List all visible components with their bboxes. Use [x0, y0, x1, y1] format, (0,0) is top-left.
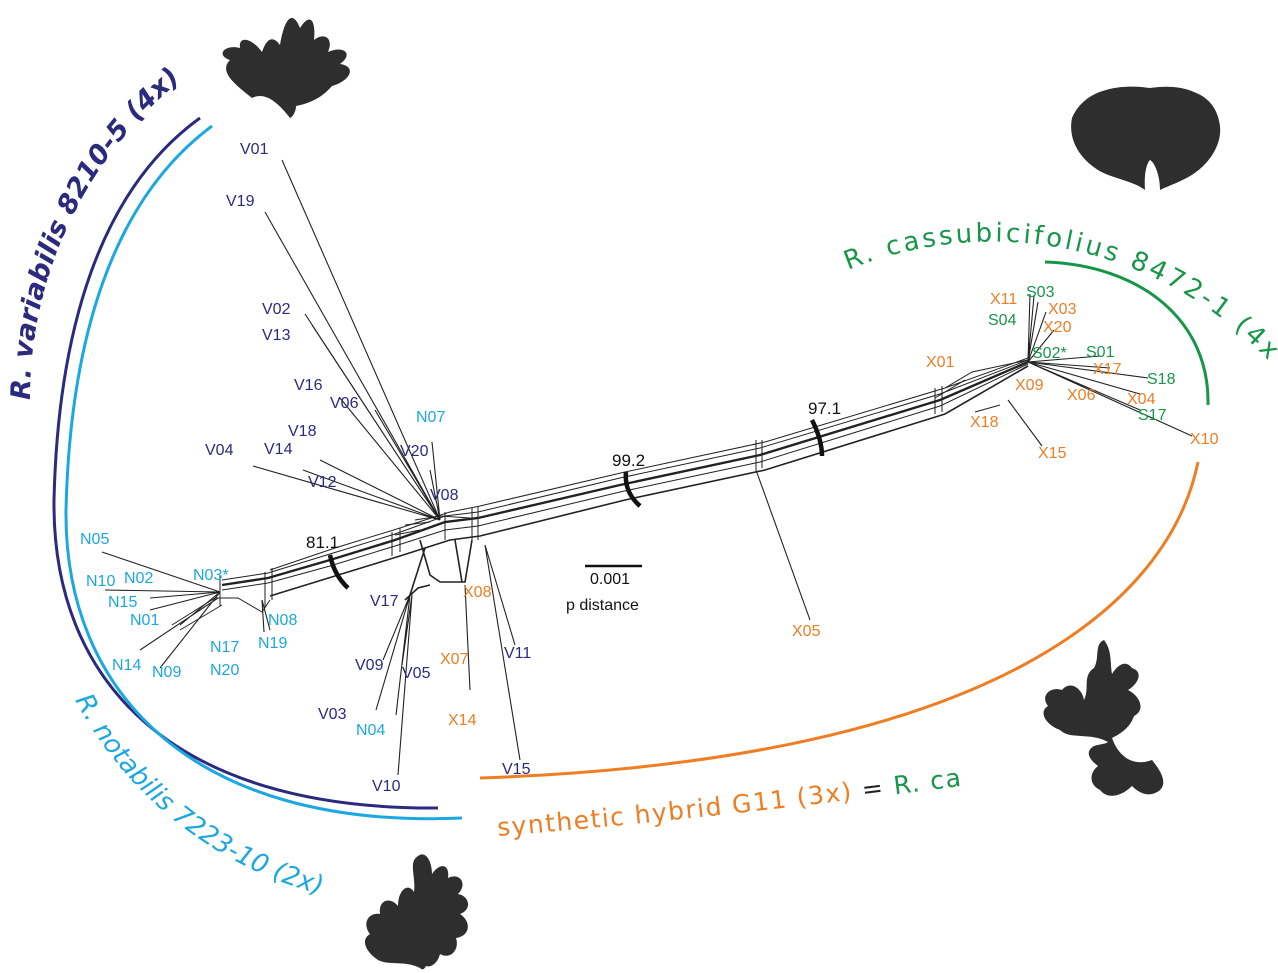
tip-V01: V01 [240, 141, 269, 158]
leaf-notabilis-icon [364, 854, 469, 970]
tip-V09: V09 [355, 657, 384, 674]
group-label-cassubicifolius: R. cassubicifolius 8472-1 (4x) [0, 0, 1278, 368]
tip-X07: X07 [440, 651, 469, 668]
tip-X18: X18 [970, 414, 999, 431]
tip-X06: X06 [1067, 387, 1096, 404]
tip-V14: V14 [264, 441, 293, 458]
leaf-variabilis-icon [222, 17, 350, 118]
tip-X04: X04 [1127, 391, 1156, 408]
network-trunk [171, 357, 1029, 631]
tip-V19: V19 [226, 193, 255, 210]
tip-N20: N20 [210, 662, 239, 679]
tip-V11: V11 [504, 645, 531, 662]
tip-V10: V10 [372, 778, 401, 795]
tip-X15: X15 [1038, 445, 1067, 462]
hybrid-arc [479, 461, 1200, 780]
tip-N09: N09 [152, 664, 181, 681]
tip-V04: V04 [205, 442, 234, 459]
tip-S04: S04 [988, 312, 1017, 329]
tip-N03: N03* [193, 567, 229, 584]
tip-X01: X01 [926, 354, 955, 371]
notabilis-arc [64, 124, 463, 821]
bootstrap-arc-1 [327, 554, 350, 590]
tip-N08: N08 [268, 612, 297, 629]
tip-S03: S03 [1026, 284, 1055, 301]
tip-X11: X11 [990, 291, 1017, 308]
hybrid-plus: + [0, 0, 11, 6]
tip-V20: V20 [400, 443, 429, 460]
tip-V16: V16 [294, 377, 323, 394]
tip-V02: V02 [262, 301, 291, 318]
tip-X03: X03 [1048, 301, 1077, 318]
bootstrap-label-2: 99.2 [612, 451, 645, 470]
tip-S17: S17 [1138, 407, 1167, 424]
tip-X17: X17 [1093, 361, 1122, 378]
tip-X20: X20 [1043, 319, 1072, 336]
tip-X10: X10 [1190, 431, 1219, 448]
cassubicifolius-arc [1044, 260, 1210, 406]
tip-N14: N14 [112, 657, 141, 674]
tip-N15: N15 [108, 594, 137, 611]
tip-N10: N10 [86, 573, 115, 590]
scale-value: 0.001 [590, 571, 630, 588]
bootstrap-arc-3 [809, 418, 825, 457]
tip-V12: V12 [308, 474, 337, 491]
tip-V17: V17 [370, 593, 399, 610]
tip-N01: N01 [130, 612, 159, 629]
hybrid-label-text: synthetic hybrid G11 (3x) [496, 777, 854, 842]
tip-V06: V06 [330, 395, 359, 412]
tip-S01: S01 [1086, 344, 1115, 361]
tip-N07: N07 [416, 409, 445, 426]
tip-S18: S18 [1147, 371, 1176, 388]
hybrid-parent2: notabilis [0, 0, 9, 6]
leaf-cassubicifolius-icon [1071, 86, 1221, 190]
tip-N05: N05 [80, 531, 109, 548]
tip-X05: X05 [792, 623, 821, 640]
tip-V08: V08 [430, 487, 459, 504]
variabilis-arc [52, 116, 439, 810]
tip-N17: N17 [210, 639, 239, 656]
tip-X14: X14 [448, 712, 477, 729]
tip-V15: V15 [502, 761, 531, 778]
tip-N19: N19 [258, 635, 287, 652]
tip-V18: V18 [288, 423, 317, 440]
tip-N04: N04 [356, 722, 385, 739]
bootstrap-label-1: 81.1 [306, 533, 339, 552]
group-label-hybrid: synthetic hybrid G11 (3x) = R. cassubici… [0, 0, 962, 842]
tip-X08: X08 [463, 584, 492, 601]
tip-V03: V03 [318, 706, 347, 723]
leaf-hybrid-icon [1043, 640, 1164, 796]
scale-label: p distance [566, 597, 639, 614]
bootstrap-label-3: 97.1 [808, 399, 841, 418]
tip-V05: V05 [402, 665, 431, 682]
group-label-notabilis: R. notabilis 7223-10 (2x) [69, 689, 327, 901]
terminal-edges [101, 159, 1193, 776]
bootstrap-arc-2 [623, 471, 642, 508]
hybrid-equals: = [860, 773, 886, 805]
tip-N02: N02 [124, 570, 153, 587]
tip-X09: X09 [1015, 377, 1044, 394]
tip-V13: V13 [262, 327, 291, 344]
tip-S02: S02* [1032, 345, 1067, 362]
group-label-variabilis: R. variabilis 8210-5 (4x) [6, 62, 186, 401]
